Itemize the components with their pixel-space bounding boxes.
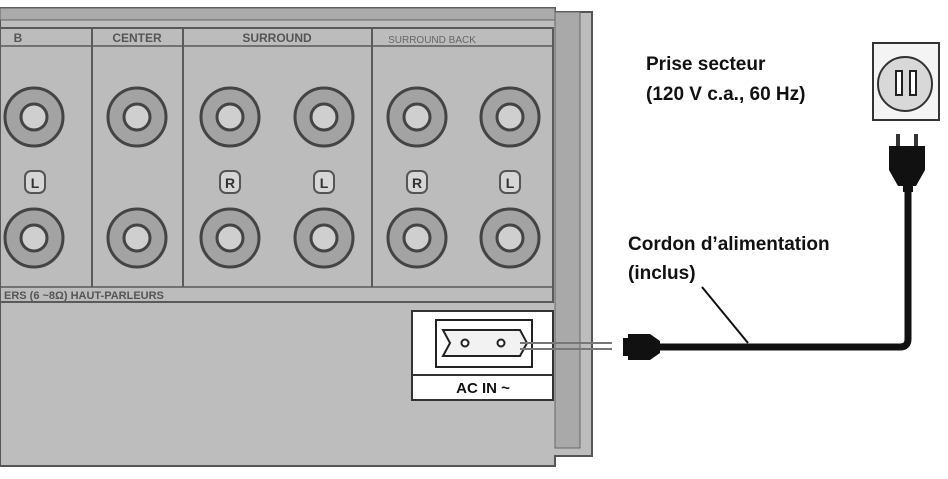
terminal-lower-surround-l [293, 207, 355, 269]
channel-badge-l: L [313, 170, 335, 194]
cord-label-line1: Cordon d’alimentation [628, 234, 830, 255]
section-header-surround-back: SURROUND BACK [388, 35, 476, 46]
terminal-lower-1 [3, 207, 65, 269]
terminal-lower-back-l [479, 207, 541, 269]
panel-top-strip [0, 7, 556, 21]
channel-badge-r: R [219, 170, 241, 194]
wall-outlet-icon [872, 42, 940, 121]
channel-badge-r: R [406, 170, 428, 194]
svg-text:L: L [320, 175, 329, 191]
channel-badge-l: L [499, 170, 521, 194]
section-header-surround: SURROUND [242, 31, 312, 45]
speaker-terminal-block [0, 27, 554, 303]
outlet-label-line1: Prise secteur [646, 54, 766, 75]
cord-leader-line [701, 286, 749, 344]
terminal-upper-surround-r [199, 86, 261, 148]
power-cord [652, 186, 912, 351]
section-header-b: B [14, 31, 23, 45]
terminal-lower-back-r [386, 207, 448, 269]
impedance-label: ERS (6 ~8Ω) HAUT-PARLEURS [4, 290, 164, 302]
ac-in-label: AC IN ~ [456, 380, 510, 397]
svg-text:L: L [506, 175, 515, 191]
cord-label-line2: (inclus) [628, 263, 696, 284]
svg-text:R: R [225, 175, 235, 191]
ac-inlet: AC IN ~ [411, 310, 554, 401]
terminal-upper-surround-l [293, 86, 355, 148]
wall-plug-icon [889, 134, 925, 192]
terminal-upper-center [106, 86, 168, 148]
section-header-center: CENTER [112, 31, 162, 45]
panel-side-bevel [554, 11, 581, 449]
terminal-upper-back-l [479, 86, 541, 148]
terminal-lower-surround-r [199, 207, 261, 269]
terminal-upper-back-r [386, 86, 448, 148]
outlet-label-line2: (120 V c.a., 60 Hz) [646, 84, 806, 105]
terminal-upper-1 [3, 86, 65, 148]
svg-text:R: R [412, 175, 422, 191]
svg-text:L: L [31, 175, 40, 191]
inlet-plug-icon [623, 334, 660, 360]
channel-badge-l: L [24, 170, 46, 194]
terminal-lower-center [106, 207, 168, 269]
